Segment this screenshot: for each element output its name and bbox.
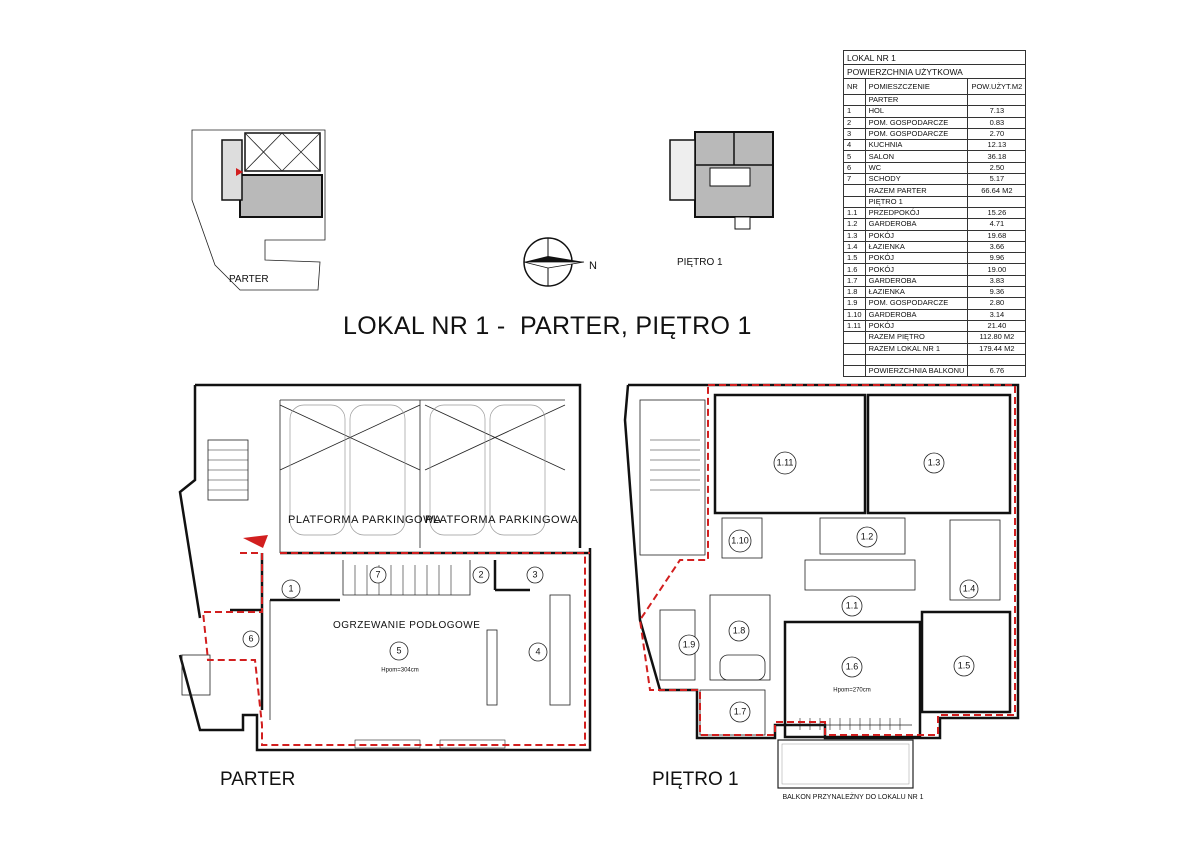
balcony-label: BALKON PRZYNALEŻNY DO LOKALU NR 1 xyxy=(782,792,923,801)
room-marker: 1.7 xyxy=(729,701,751,723)
room-marker: 1.4 xyxy=(959,579,979,599)
svg-text:1.5: 1.5 xyxy=(958,660,971,670)
room-marker: 1 xyxy=(281,579,301,599)
svg-text:1.8: 1.8 xyxy=(733,625,746,635)
table-subtitle: POWIERZCHNIA UŻYTKOWA xyxy=(842,64,1027,79)
svg-text:3: 3 xyxy=(532,569,537,579)
room-marker: 1.8 xyxy=(728,620,750,642)
page-title: LOKAL NR 1 - PARTER, PIĘTRO 1 xyxy=(343,312,752,340)
room-height-pietro: Hpom=270cm xyxy=(833,688,871,694)
room-marker: 5 xyxy=(389,641,409,661)
room-marker: 6 xyxy=(242,630,260,648)
room-marker: 1.2 xyxy=(856,526,878,548)
svg-text:1.7: 1.7 xyxy=(734,706,747,716)
north-label: N xyxy=(589,260,597,272)
svg-text:1.3: 1.3 xyxy=(928,457,941,467)
room-marker: 7 xyxy=(369,566,387,584)
section-pietro: PIĘTRO 1 xyxy=(864,195,969,208)
svg-text:2: 2 xyxy=(478,569,483,579)
room-height-parter: Hpom=304cm xyxy=(381,668,419,674)
floor-plan-pietro: Hpom=270cm 1.1 1.2 1.3 1.4 1.5 1.6 1.7 1… xyxy=(623,383,1020,801)
room-marker: 1.1 xyxy=(841,595,863,617)
header-area: POW.UŻYT.M2 xyxy=(967,78,1027,95)
floor-plan-parter: PLATFORMA PARKINGOWA PLATFORMA PARKINGOW… xyxy=(178,383,592,752)
svg-text:1.10: 1.10 xyxy=(731,535,749,545)
thumbnail-parter-label: PARTER xyxy=(229,274,269,285)
thumbnail-parter xyxy=(191,129,326,291)
svg-text:1.4: 1.4 xyxy=(963,583,976,593)
table-title: LOKAL NR 1 xyxy=(842,50,1027,65)
parking-platform-label-1: PLATFORMA PARKINGOWA xyxy=(288,514,442,526)
svg-text:6: 6 xyxy=(248,633,253,643)
room-marker: 1.9 xyxy=(678,634,700,656)
svg-text:5: 5 xyxy=(396,645,401,655)
svg-text:1.1: 1.1 xyxy=(846,600,859,610)
svg-text:1.9: 1.9 xyxy=(683,639,696,649)
room-marker: 1.3 xyxy=(923,452,945,474)
svg-text:7: 7 xyxy=(375,569,380,579)
parter-caption: PARTER xyxy=(220,769,296,790)
thumbnail-pietro-label: PIĘTRO 1 xyxy=(677,257,723,268)
svg-text:1.11: 1.11 xyxy=(777,457,794,467)
svg-text:4: 4 xyxy=(535,646,540,656)
thumbnail-pietro xyxy=(669,131,774,230)
header-room: POMIESZCZENIE xyxy=(864,78,969,95)
room-marker: 1.5 xyxy=(953,655,975,677)
room-marker: 1.6 xyxy=(841,656,863,678)
room-marker: 4 xyxy=(528,642,548,662)
room-marker: 2 xyxy=(472,566,490,584)
room-marker: 1.10 xyxy=(728,529,752,553)
header-nr: NR xyxy=(843,78,866,95)
svg-text:1.2: 1.2 xyxy=(861,531,874,541)
section-parter: PARTER xyxy=(864,93,969,107)
pietro-caption: PIĘTRO 1 xyxy=(652,769,739,790)
heating-label: OGRZEWANIE PODŁOGOWE xyxy=(333,620,480,631)
parking-platform-label-2: PLATFORMA PARKINGOWA xyxy=(425,514,579,526)
svg-text:1.6: 1.6 xyxy=(846,661,859,671)
north-arrow-icon xyxy=(523,237,585,287)
room-marker: 3 xyxy=(526,566,544,584)
room-marker: 1.11 xyxy=(773,451,797,475)
svg-text:1: 1 xyxy=(288,583,293,593)
